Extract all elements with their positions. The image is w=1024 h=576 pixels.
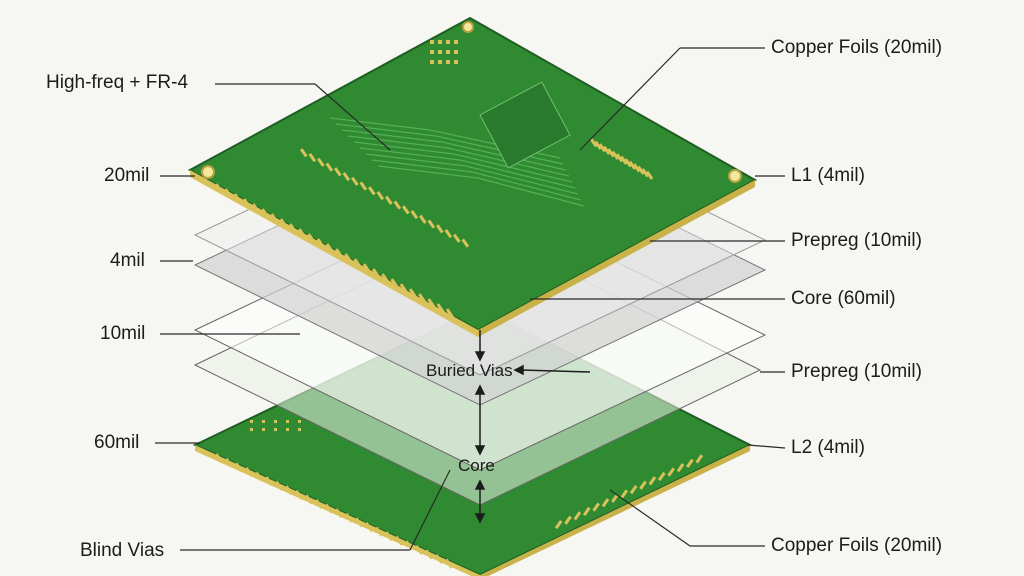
- label-copper-foils-top: Copper Foils (20mil): [771, 37, 943, 58]
- label-thickness-20mil: 20mil: [104, 165, 150, 186]
- label-prepreg-top: Prepreg (10mil): [791, 230, 922, 251]
- label-thickness-10mil: 10mil: [100, 323, 146, 344]
- label-high-freq-fr4: High-freq + FR-4: [46, 72, 189, 93]
- label-l2: L2 (4mil): [791, 437, 865, 458]
- label-blind-vias: Blind Vias: [80, 540, 165, 561]
- label-center-core: Core: [458, 456, 495, 475]
- top-board: [187, 16, 758, 337]
- via-arrows: [474, 330, 591, 524]
- label-l1: L1 (4mil): [791, 165, 865, 186]
- label-thickness-60mil: 60mil: [94, 432, 140, 453]
- leader-lines: [155, 47, 786, 551]
- label-buried-vias: Buried Vias: [426, 361, 513, 380]
- label-thickness-4mil: 4mil: [110, 250, 145, 271]
- label-prepreg-bottom: Prepreg (10mil): [791, 361, 922, 382]
- label-copper-foils-bottom: Copper Foils (20mil): [771, 535, 943, 556]
- label-core: Core (60mil): [791, 288, 896, 309]
